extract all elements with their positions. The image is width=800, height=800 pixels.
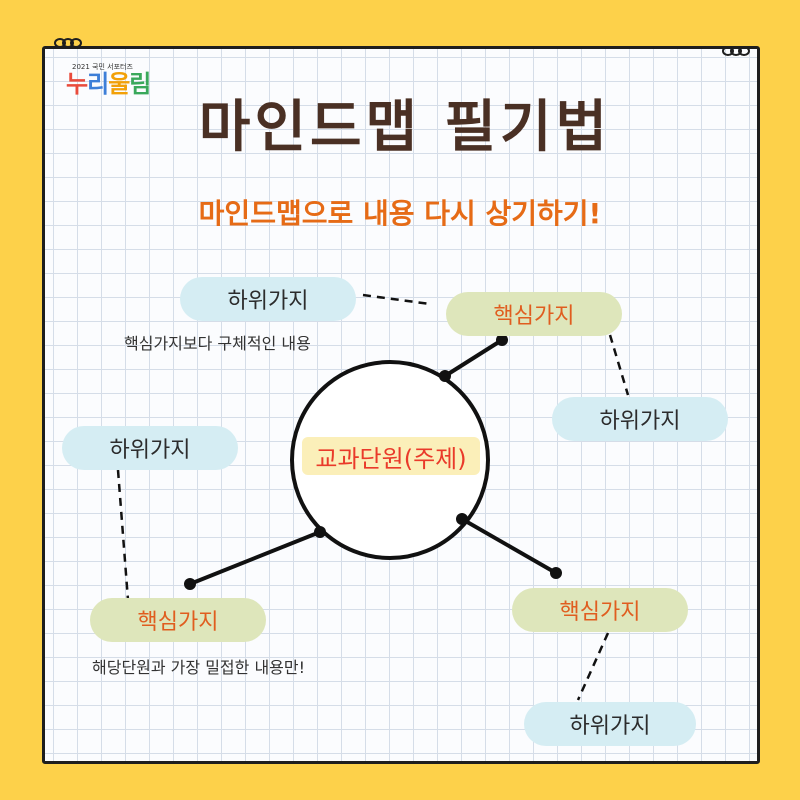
branch-line-top-right	[443, 338, 504, 378]
logo-char: 리	[87, 70, 109, 98]
branch-dot	[314, 526, 326, 538]
dashed-connector-left	[116, 469, 130, 601]
branch-line-bottom-left	[189, 530, 321, 586]
core-branch-pill-top-right: 핵심가지	[446, 292, 622, 336]
sub-branch-pill-bottom-right: 하위가지	[524, 702, 696, 746]
brand-logo: 2021 국민 서포터즈 누리울림	[66, 62, 151, 98]
core-branch-pill-bottom-left: 핵심가지	[90, 598, 266, 642]
page-subtitle: 마인드맵으로 내용 다시 상기하기!	[198, 197, 602, 230]
core-branch-note: 해당단원과 가장 밀접한 내용만!	[92, 658, 306, 677]
dashed-connector-bottom-right	[576, 632, 610, 701]
logo-small-text: 2021 국민 서포터즈	[72, 63, 133, 71]
center-topic-label: 교과단원(주제)	[302, 437, 480, 475]
branch-dot	[496, 334, 508, 346]
branch-line-bottom-right	[461, 517, 557, 575]
branch-dot	[456, 513, 468, 525]
core-branch-pill-bottom-right: 핵심가지	[512, 588, 688, 632]
corner-clip-right	[722, 46, 750, 56]
sub-branch-pill-top: 하위가지	[180, 277, 356, 321]
sub-branch-pill-left: 하위가지	[62, 426, 238, 470]
logo-char: 림	[129, 70, 151, 98]
logo-char: 누	[66, 70, 88, 98]
logo-wordmark: 누리울림	[66, 70, 151, 98]
corner-clip-left	[54, 38, 82, 48]
sub-branch-note: 핵심가지보다 구체적인 내용	[124, 334, 311, 353]
branch-dot	[550, 567, 562, 579]
branch-dot	[439, 370, 451, 382]
dashed-connector-top	[362, 293, 431, 306]
sub-branch-pill-right: 하위가지	[552, 397, 728, 441]
branch-dot	[184, 578, 196, 590]
logo-char: 울	[108, 70, 130, 98]
dashed-connector-right	[608, 334, 630, 396]
page-title: 마인드맵 필기법	[198, 95, 612, 160]
